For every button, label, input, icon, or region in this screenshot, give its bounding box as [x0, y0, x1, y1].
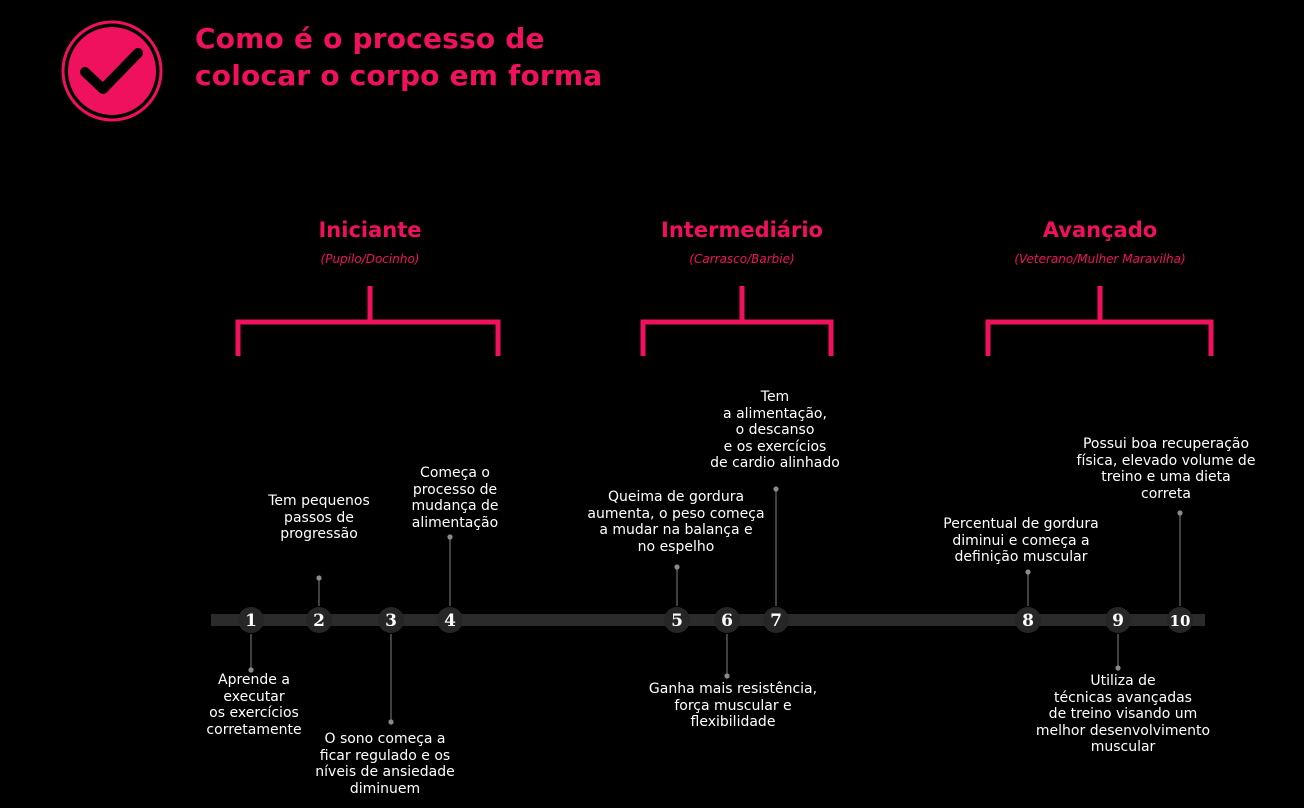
step-number: 5 [671, 611, 683, 631]
stage-bracket [235, 286, 501, 356]
step-description-line: Percentual de gordura [943, 516, 1099, 532]
page-title-line: colocar o corpo em forma [195, 59, 603, 92]
step-description-line: Tem pequenos [268, 493, 370, 509]
step-connector-dot [248, 667, 254, 673]
step-description-line: diminuem [349, 780, 421, 797]
checkmark-icon [80, 48, 143, 94]
step-description-line: O sono começa a [324, 731, 446, 747]
step-number: 8 [1022, 611, 1034, 631]
step-marker [238, 607, 264, 633]
step-description-line: muscular [1090, 739, 1156, 755]
step-description-line: alimentação [411, 514, 499, 531]
step-number: 2 [313, 611, 325, 631]
timeline-bar [211, 614, 1205, 626]
stage-subtitle: (Veterano/Mulher Maravilha) [1014, 252, 1186, 266]
step-connector-dot [388, 719, 394, 725]
step-description-line: de treino visando um [1048, 706, 1198, 722]
step-marker [664, 607, 690, 633]
step-connector-dot [447, 534, 453, 540]
step-description-line: técnicas avançadas [1054, 689, 1192, 706]
step-description-line: Queima de gordura [607, 489, 745, 505]
step-description-line: Utiliza de [1090, 673, 1156, 689]
stage-subtitle: (Carrasco/Barbie) [689, 252, 795, 266]
step-description-line: ficar regulado e os [319, 747, 451, 764]
check-badge [61, 20, 163, 122]
step-description-line: o descanso [735, 422, 815, 438]
step-marker [378, 607, 404, 633]
step-description-line: definição muscular [954, 549, 1088, 565]
stage-subtitle: (Pupilo/Docinho) [320, 252, 420, 266]
step-marker [437, 607, 463, 633]
step-description-line: flexibilidade [690, 714, 776, 730]
stage-bracket [640, 286, 834, 356]
step-description-line: passos de [284, 509, 354, 526]
step-number: 4 [444, 611, 456, 631]
stage-bracket [985, 286, 1214, 356]
step-description-line: corretamente [206, 721, 302, 738]
step-description-line: processo de [412, 481, 498, 498]
step-number: 10 [1170, 612, 1191, 630]
step-description-line: melhor desenvolvimento [1035, 722, 1211, 739]
step-number: 3 [385, 611, 397, 631]
step-number: 7 [770, 611, 782, 631]
step-description-line: treino e uma dieta [1101, 469, 1231, 485]
step-number: 1 [245, 611, 257, 631]
step-connector-dot [773, 486, 779, 492]
step-description-line: diminui e começa a [952, 532, 1090, 549]
step-connector-dot [724, 673, 730, 679]
step-connector-dot [1115, 665, 1121, 671]
stage-title: Iniciante [318, 218, 422, 242]
step-description-line: Começa o [420, 465, 490, 481]
step-description-line: e os exercícios [723, 438, 827, 455]
step-description-line: progressão [280, 526, 358, 542]
step-description-line: Ganha mais resistência, [648, 681, 818, 697]
step-description-line: física, elevado volume de [1076, 452, 1256, 469]
step-marker [1167, 607, 1193, 633]
step-description-line: Possui boa recuperação [1082, 436, 1250, 452]
step-description-line: força muscular e [674, 697, 792, 714]
step-description-line: a mudar na balança e [599, 522, 753, 538]
step-marker [714, 607, 740, 633]
step-description-line: executar [223, 688, 285, 705]
step-description-line: a alimentação, [723, 405, 827, 422]
step-connector-dot [674, 564, 680, 570]
step-connector-dot [1025, 569, 1031, 575]
step-marker [306, 607, 332, 633]
step-marker [1015, 607, 1041, 633]
step-connector-dot [316, 575, 322, 581]
step-description-line: Aprende a [218, 672, 290, 688]
page-title-line: Como é o processo de [195, 22, 545, 55]
step-marker [1105, 607, 1131, 633]
step-description-line: no espelho [637, 538, 715, 555]
step-description-line: de cardio alinhado [710, 455, 840, 471]
stage-title: Intermediário [661, 218, 823, 242]
page-title: Como é o processo de colocar o corpo em … [195, 20, 602, 94]
step-description-line: níveis de ansiedade [315, 764, 455, 780]
step-connector-dot [1177, 510, 1183, 516]
step-description-line: os exercícios [209, 705, 299, 721]
step-description-line: correta [1141, 485, 1191, 502]
step-number: 6 [721, 611, 733, 631]
step-marker [763, 607, 789, 633]
step-number: 9 [1112, 611, 1124, 631]
stage-title: Avançado [1042, 218, 1158, 242]
step-description-line: mudança de [411, 498, 499, 514]
step-description-line: Tem [760, 389, 790, 405]
step-description-line: aumenta, o peso começa [587, 505, 765, 522]
